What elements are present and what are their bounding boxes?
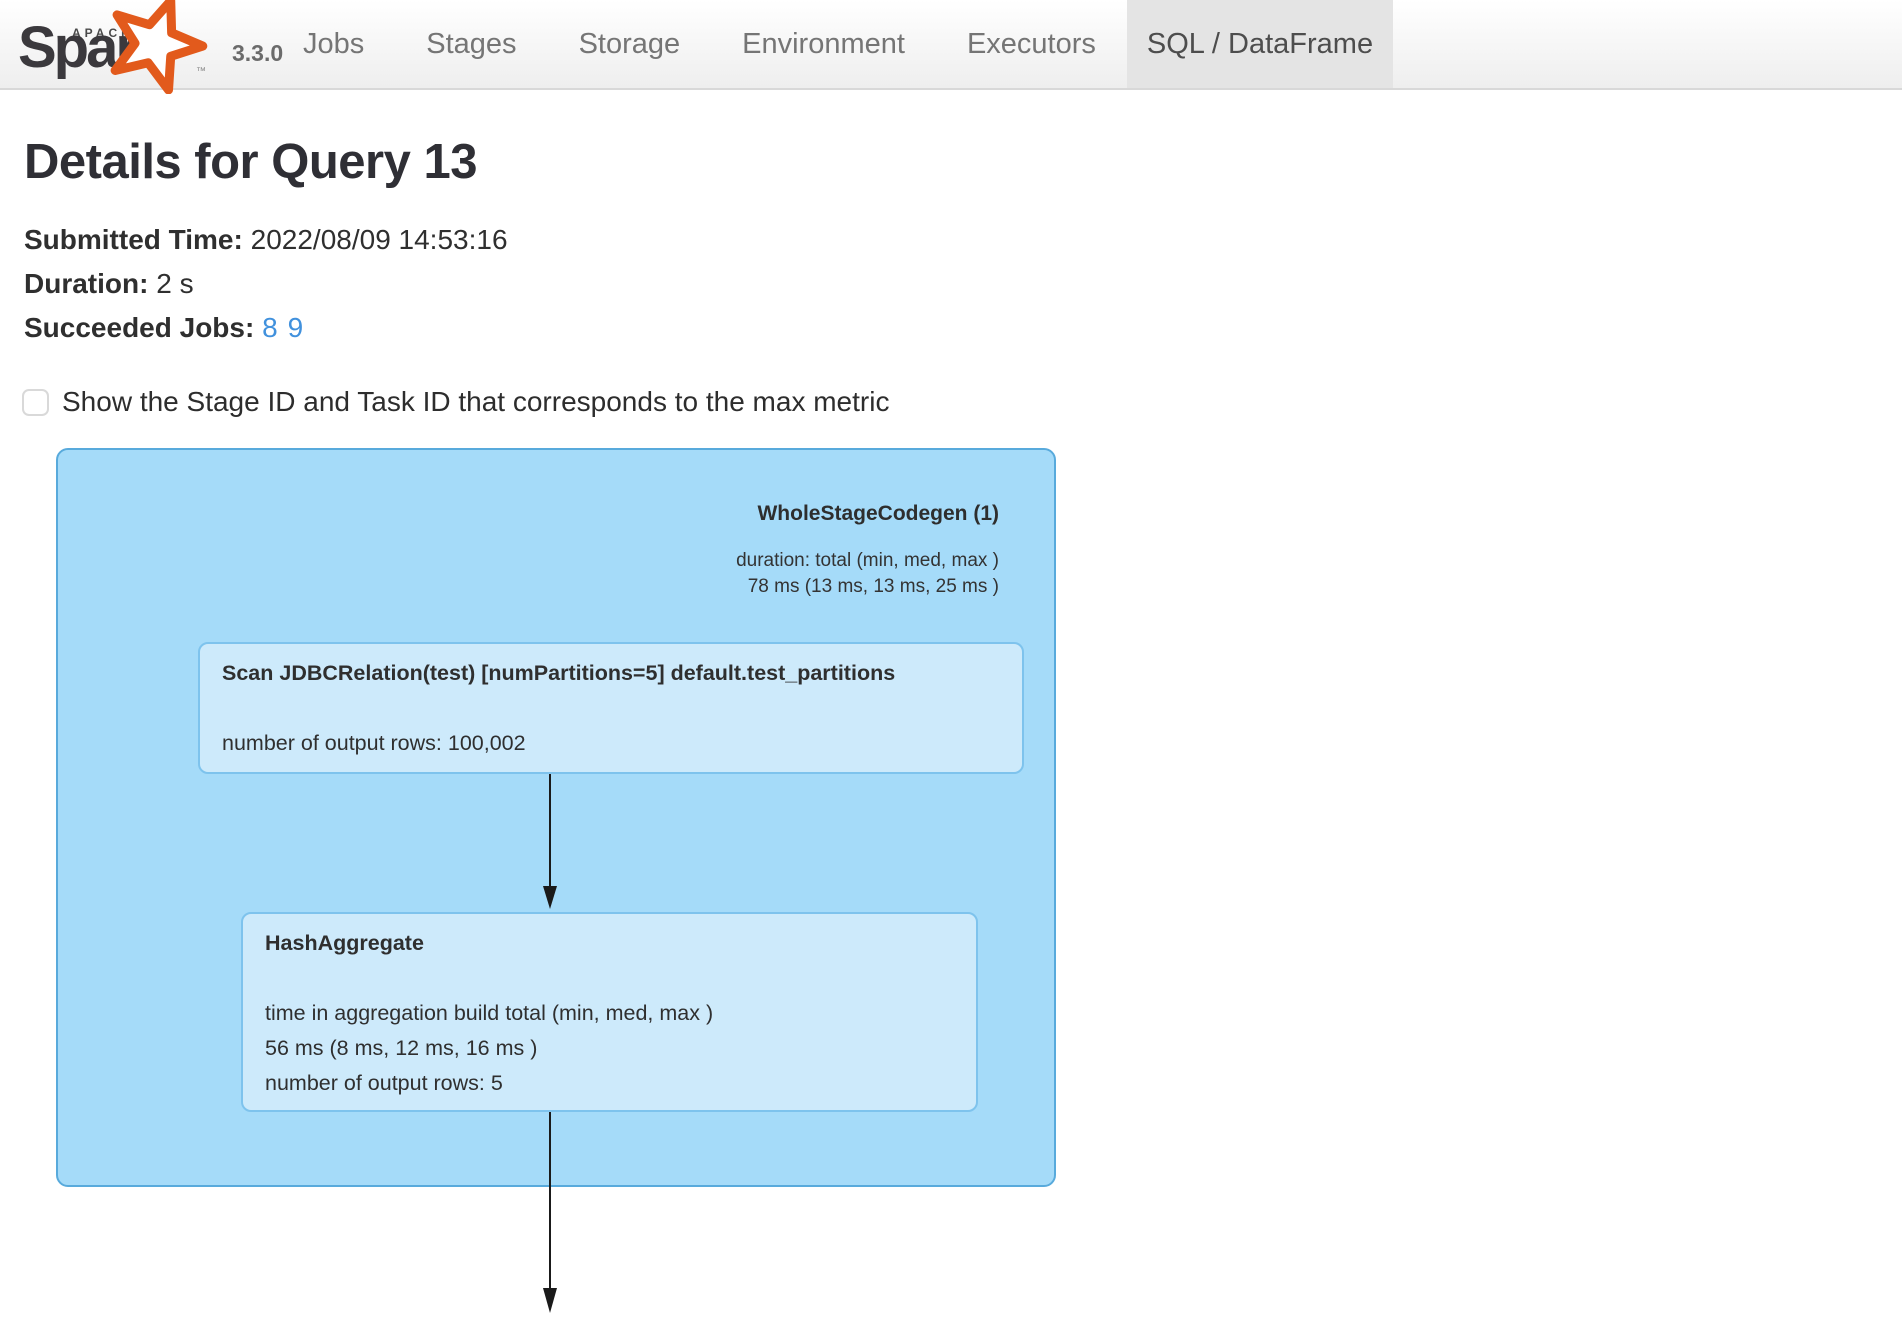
cluster-metrics: duration: total (min, med, max ) 78 ms (… xyxy=(736,548,999,600)
node-metric: number of output rows: 100,002 xyxy=(222,731,526,755)
cluster-metric-line: duration: total (min, med, max ) xyxy=(736,550,999,571)
tab-executors[interactable]: Executors xyxy=(966,27,1096,60)
duration-value: 2 s xyxy=(156,268,194,299)
wholestagecodegen-cluster: WholeStageCodegen (1) duration: total (m… xyxy=(56,448,1056,1187)
succeeded-jobs-label: Succeeded Jobs: xyxy=(24,312,255,343)
tab-stages[interactable]: Stages xyxy=(426,27,517,60)
duration-label: Duration: xyxy=(24,268,149,299)
node-metric: 56 ms (8 ms, 12 ms, 16 ms ) xyxy=(265,1036,538,1060)
node-metric: time in aggregation build total (min, me… xyxy=(265,1001,714,1025)
job-link-8[interactable]: 8 xyxy=(262,312,278,343)
page-title: Details for Query 13 xyxy=(24,135,477,189)
top-navbar: APACHE Spark ™ 3.3.0 Jobs Stages Storage… xyxy=(0,0,1902,94)
nav-tabs: Jobs Stages Storage Environment Executor… xyxy=(272,0,1394,88)
node-title: Scan JDBCRelation(test) [numPartitions=5… xyxy=(222,661,896,685)
plan-node-hashaggregate: HashAggregate time in aggregation build … xyxy=(241,912,978,1112)
max-metric-toggle-row: Show the Stage ID and Task ID that corre… xyxy=(22,386,1902,418)
tab-environment[interactable]: Environment xyxy=(742,27,905,60)
submitted-time-value: 2022/08/09 14:53:16 xyxy=(250,224,508,255)
job-link-9[interactable]: 9 xyxy=(287,312,304,343)
node-metric: number of output rows: 5 xyxy=(265,1071,503,1095)
spark-version: 3.3.0 xyxy=(232,40,284,66)
query-plan-dag: WholeStageCodegen (1) duration: total (m… xyxy=(0,448,1902,1314)
trademark-symbol: ™ xyxy=(196,66,206,77)
plan-node-scan-jdbcrelation: Scan JDBCRelation(test) [numPartitions=5… xyxy=(198,642,1024,774)
submitted-time-row: Submitted Time: 2022/08/09 14:53:16 xyxy=(24,218,1902,262)
tab-jobs[interactable]: Jobs xyxy=(303,27,365,60)
max-metric-checkbox-label: Show the Stage ID and Task ID that corre… xyxy=(62,386,890,417)
max-metric-checkbox[interactable] xyxy=(22,388,49,416)
node-title: HashAggregate xyxy=(265,931,424,955)
cluster-metric-line: 78 ms (13 ms, 13 ms, 25 ms ) xyxy=(747,576,999,597)
cluster-title: WholeStageCodegen (1) xyxy=(757,502,999,525)
duration-row: Duration: 2 s xyxy=(24,262,1902,306)
spark-star-icon xyxy=(110,0,208,94)
spark-logo: APACHE Spark ™ 3.3.0 xyxy=(0,0,283,94)
tab-sql-dataframe[interactable]: SQL / DataFrame xyxy=(1126,0,1394,88)
tab-storage[interactable]: Storage xyxy=(578,27,681,60)
submitted-time-label: Submitted Time: xyxy=(24,224,243,255)
query-meta: Submitted Time: 2022/08/09 14:53:16 Dura… xyxy=(24,218,1902,350)
